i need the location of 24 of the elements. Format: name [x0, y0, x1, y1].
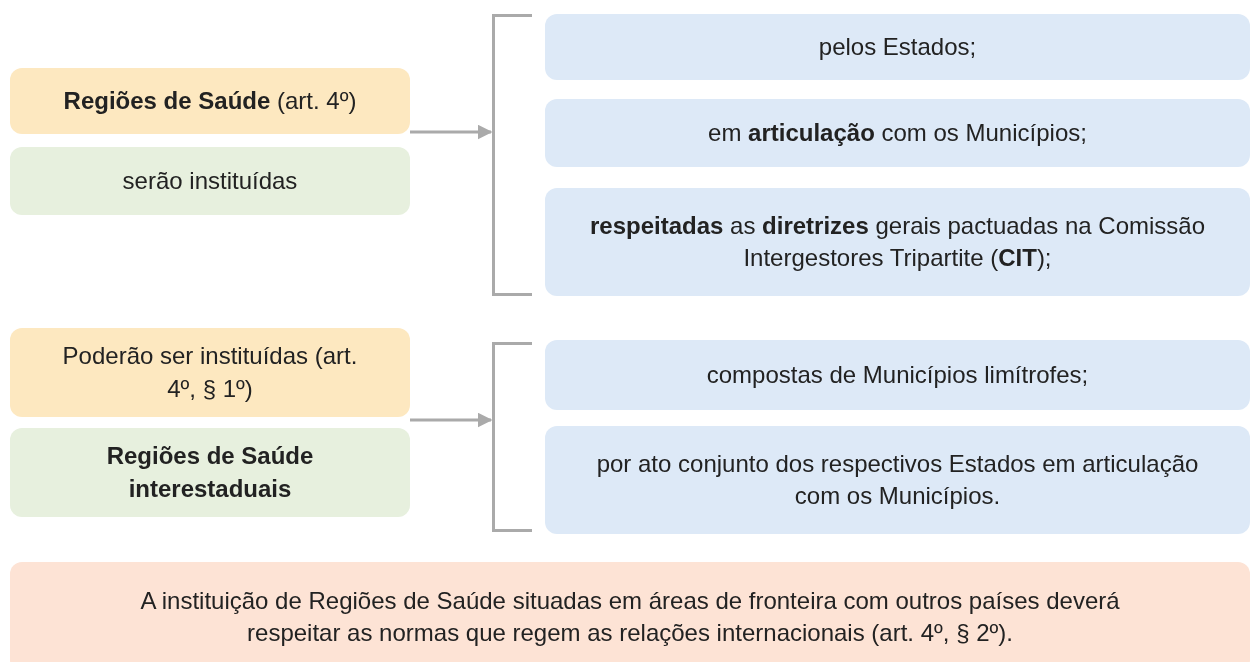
- box-text: Regiões de Saúde (art. 4º): [63, 85, 357, 116]
- bracket: [492, 14, 532, 296]
- text-box: [545, 340, 1250, 410]
- note-box: [10, 562, 1250, 662]
- box-text: por ato conjunto dos respectivos Estados em articulação com os Municípios.: [595, 448, 1200, 511]
- box-text: Regiões de Saúde interestaduais: [105, 441, 315, 504]
- text-box: [545, 99, 1250, 167]
- box-text: pelos Estados;: [818, 31, 977, 62]
- text-box: [10, 147, 410, 215]
- text-box: [545, 426, 1250, 534]
- box-text: serão instituídas: [122, 165, 298, 196]
- box-text: Poderão ser instituídas (art. 4º, § 1º): [61, 341, 359, 404]
- text-box: [10, 328, 410, 417]
- text-box: [10, 428, 410, 517]
- box-text: em articulação com os Municípios;: [708, 117, 1087, 148]
- arrow: [410, 412, 493, 428]
- box-text: A instituição de Regiões de Saúde situadas em áreas de fronteira com outros países deverá respeitar as normas que regem as relações internacionais (art. 4º, § 2º).: [139, 585, 1121, 648]
- box-text: compostas de Municípios limítrofes;: [706, 359, 1089, 390]
- bracket: [492, 342, 532, 532]
- text-box: [10, 68, 410, 134]
- text-box: [545, 188, 1250, 296]
- text-box: [545, 14, 1250, 80]
- box-text: respeitadas as diretrizes gerais pactuadas na Comissão Intergestores Tripartite (CIT);: [589, 210, 1206, 273]
- arrow: [410, 124, 493, 140]
